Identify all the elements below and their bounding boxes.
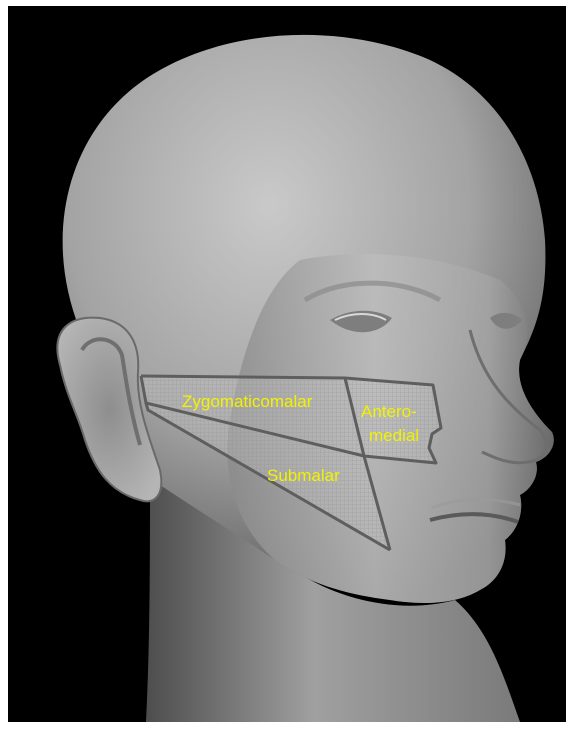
label-zygomaticomalar: Zygomaticomalar bbox=[182, 392, 313, 411]
label-anteromedial-line2: medial bbox=[369, 426, 419, 445]
label-submalar: Submalar bbox=[267, 466, 340, 485]
label-anteromedial-line1: Antero- bbox=[361, 402, 417, 421]
